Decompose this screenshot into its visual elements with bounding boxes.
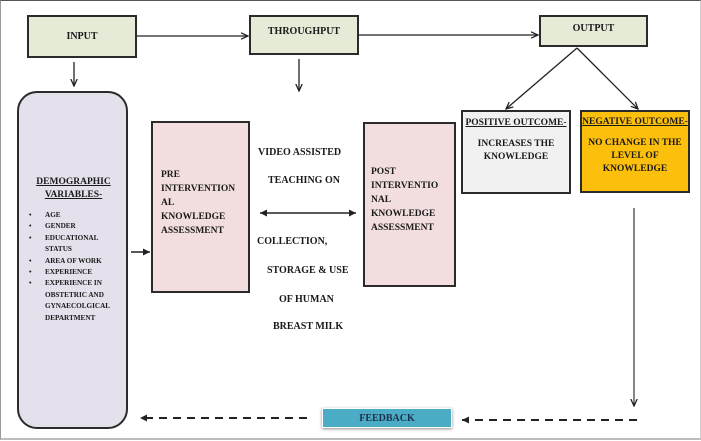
input-box: INPUT [27, 15, 137, 58]
output-label: OUTPUT [572, 23, 615, 34]
throughput-box: THROUGHPUT [249, 15, 359, 55]
feedback-box: FEEDBACK [322, 408, 452, 428]
post-line: POST [371, 167, 396, 177]
demographic-item: AGE [27, 210, 120, 222]
post-line: INTERVENTIO [371, 181, 439, 191]
pre-line: KNOWLEDGE [161, 212, 226, 222]
negative-outcome-box: NEGATIVE OUTCOME- NO CHANGE IN THE LEVEL… [580, 110, 690, 193]
post-line: ASSESSMENT [371, 223, 434, 233]
intervention-line: TEACHING ON [268, 175, 340, 186]
output-box: OUTPUT [539, 15, 648, 47]
post-line: KNOWLEDGE [371, 209, 436, 219]
demographic-list: AGE GENDER EDUCATIONAL STATUS AREA OF WO… [27, 210, 120, 324]
pre-line: AL [161, 198, 175, 208]
intervention-line: COLLECTION, [257, 236, 328, 247]
positive-outcome-title: POSITIVE OUTCOME- [465, 118, 567, 128]
pre-line: PRE [161, 170, 180, 180]
pre-intervention-assessment-box: PRE INTERVENTION AL KNOWLEDGE ASSESSMENT [151, 121, 250, 293]
throughput-label: THROUGHPUT [267, 26, 341, 37]
intervention-line: BREAST MILK [273, 321, 344, 332]
negative-outcome-title: NEGATIVE OUTCOME- [582, 117, 688, 127]
demographic-variables-box: DEMOGRAPHIC VARIABLES- AGE GENDER EDUCAT… [17, 91, 128, 429]
post-line: NAL [371, 195, 392, 205]
intervention-line: VIDEO ASSISTED [258, 147, 342, 158]
input-label: INPUT [66, 31, 98, 42]
negative-outcome-text: NO CHANGE IN THE LEVEL OF KNOWLEDGE [588, 138, 682, 174]
positive-outcome-box: POSITIVE OUTCOME- INCREASES THE KNOWLEDG… [461, 110, 571, 194]
demographic-item: EXPERIENCE [27, 267, 120, 279]
demographic-item: EXPERIENCE IN OBSTETRIC AND GYNAECOLGICA… [27, 278, 120, 324]
demographic-item: GENDER [27, 221, 120, 233]
feedback-label: FEEDBACK [359, 412, 415, 424]
positive-outcome-text: INCREASES THE KNOWLEDGE [477, 139, 555, 162]
intervention-line: STORAGE & USE [267, 265, 349, 276]
post-intervention-assessment-box: POST INTERVENTIO NAL KNOWLEDGE ASSESSMEN… [363, 122, 456, 287]
demographic-item: AREA OF WORK [27, 256, 120, 268]
pre-line: INTERVENTION [161, 184, 236, 194]
pre-line: ASSESSMENT [161, 226, 224, 236]
demographic-item: EDUCATIONAL STATUS [27, 233, 120, 256]
demographic-title: DEMOGRAPHIC VARIABLES- [36, 177, 111, 200]
intervention-line: OF HUMAN [279, 294, 334, 305]
